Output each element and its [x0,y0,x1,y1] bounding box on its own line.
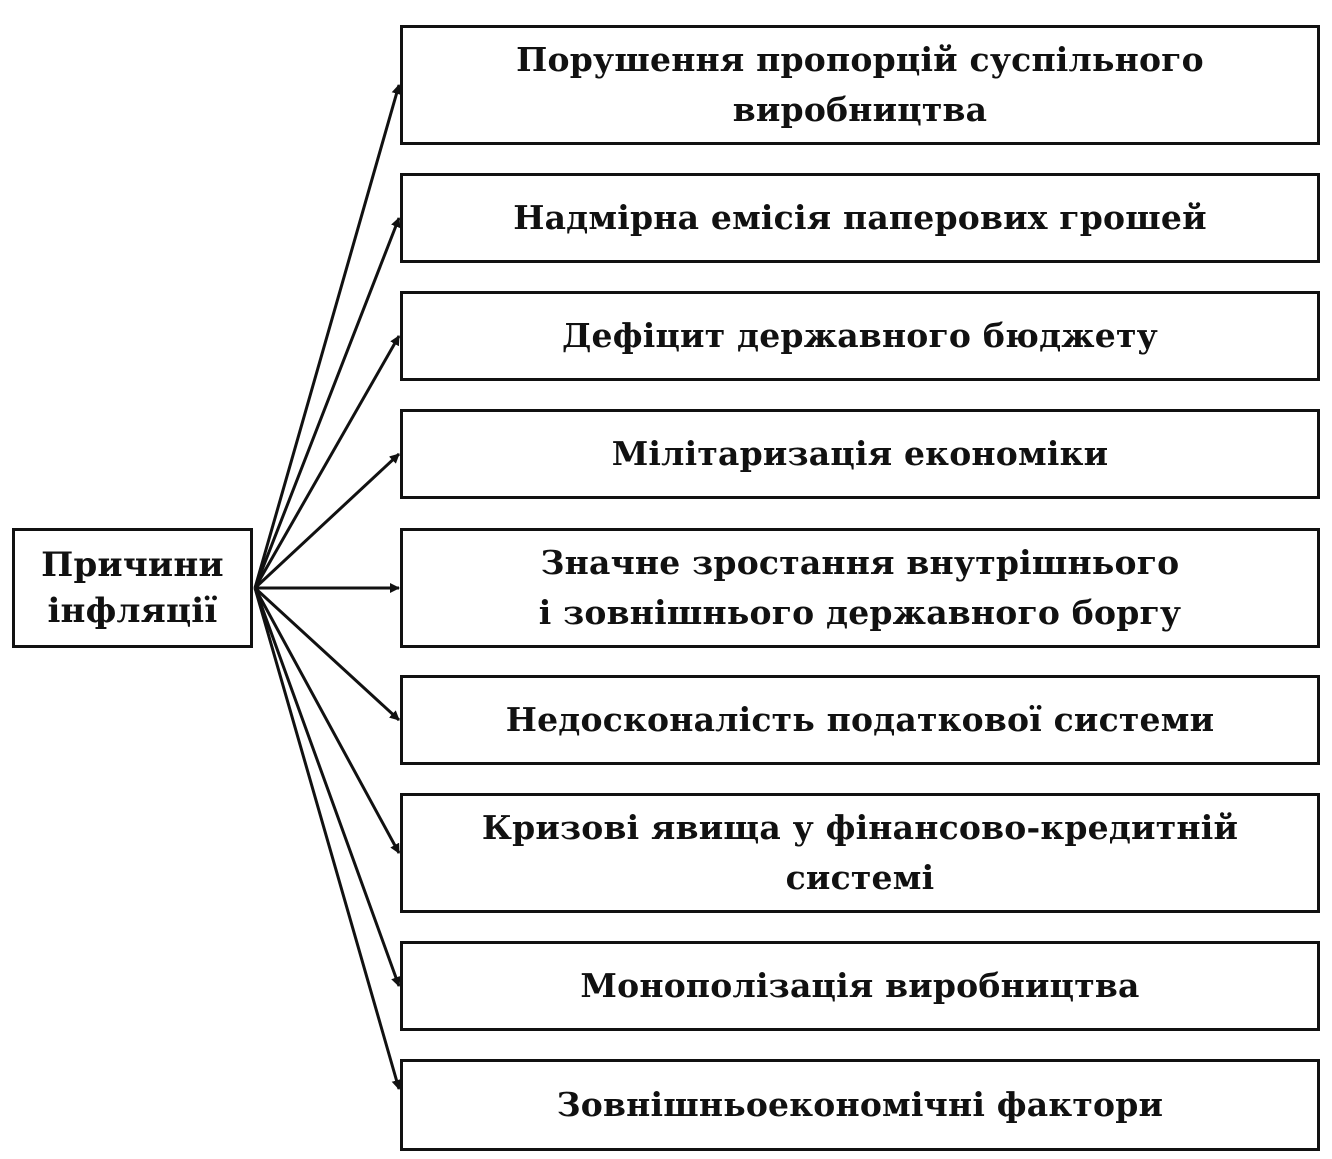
cause-4-line-1: Мілітаризація економіки [611,434,1109,473]
cause-box-2: Надмірна емісія паперових грошей [400,173,1320,263]
arrow-to-cause-8 [253,587,401,987]
cause-8-line-1: Монополізація виробництва [580,966,1140,1005]
cause-box-5: Значне зростання внутрішнього і зовнішнь… [400,528,1320,648]
arrow-to-cause-4 [253,452,401,590]
cause-3-line-1: Дефіцит державного бюджету [562,316,1158,355]
arrow-to-cause-6 [253,586,401,722]
cause-1-line-2: виробництва [732,90,988,129]
cause-5-line-2: і зовнішнього державного боргу [538,593,1182,632]
source-label-line-2: інфляції [47,591,218,631]
cause-box-3: Дефіцит державного бюджету [400,291,1320,381]
cause-6-line-1: Недосконалість податкової системи [505,700,1215,739]
cause-9-line-1: Зовнішньоекономічні фактори [556,1085,1164,1124]
cause-2-line-1: Надмірна емісія паперових грошей [513,198,1207,237]
cause-box-1: Порушення пропорцій суспільного виробниц… [400,25,1320,145]
cause-box-7: Кризові явища у фінансово-кредитній сист… [400,793,1320,913]
cause-1-line-1: Порушення пропорцій суспільного [516,40,1204,79]
source-label-line-1: Причини [41,545,224,585]
arrow-to-cause-3 [253,335,401,589]
cause-box-6: Недосконалість податкової системи [400,675,1320,765]
cause-box-4: Мілітаризація економіки [400,409,1320,499]
arrow-to-cause-1 [253,84,402,589]
cause-5-line-1: Значне зростання внутрішнього [540,543,1180,582]
arrow-to-cause-2 [253,217,401,589]
cause-box-9: Зовнішньоекономічні фактори [400,1059,1320,1151]
cause-7-line-2: системі [785,858,935,897]
arrow-to-cause-9 [253,587,402,1090]
arrow-to-cause-7 [253,587,401,854]
source-box-causes-of-inflation: Причини інфляції [12,528,253,648]
cause-box-8: Монополізація виробництва [400,941,1320,1031]
cause-7-line-1: Кризові явища у фінансово-кредитній [481,808,1239,847]
